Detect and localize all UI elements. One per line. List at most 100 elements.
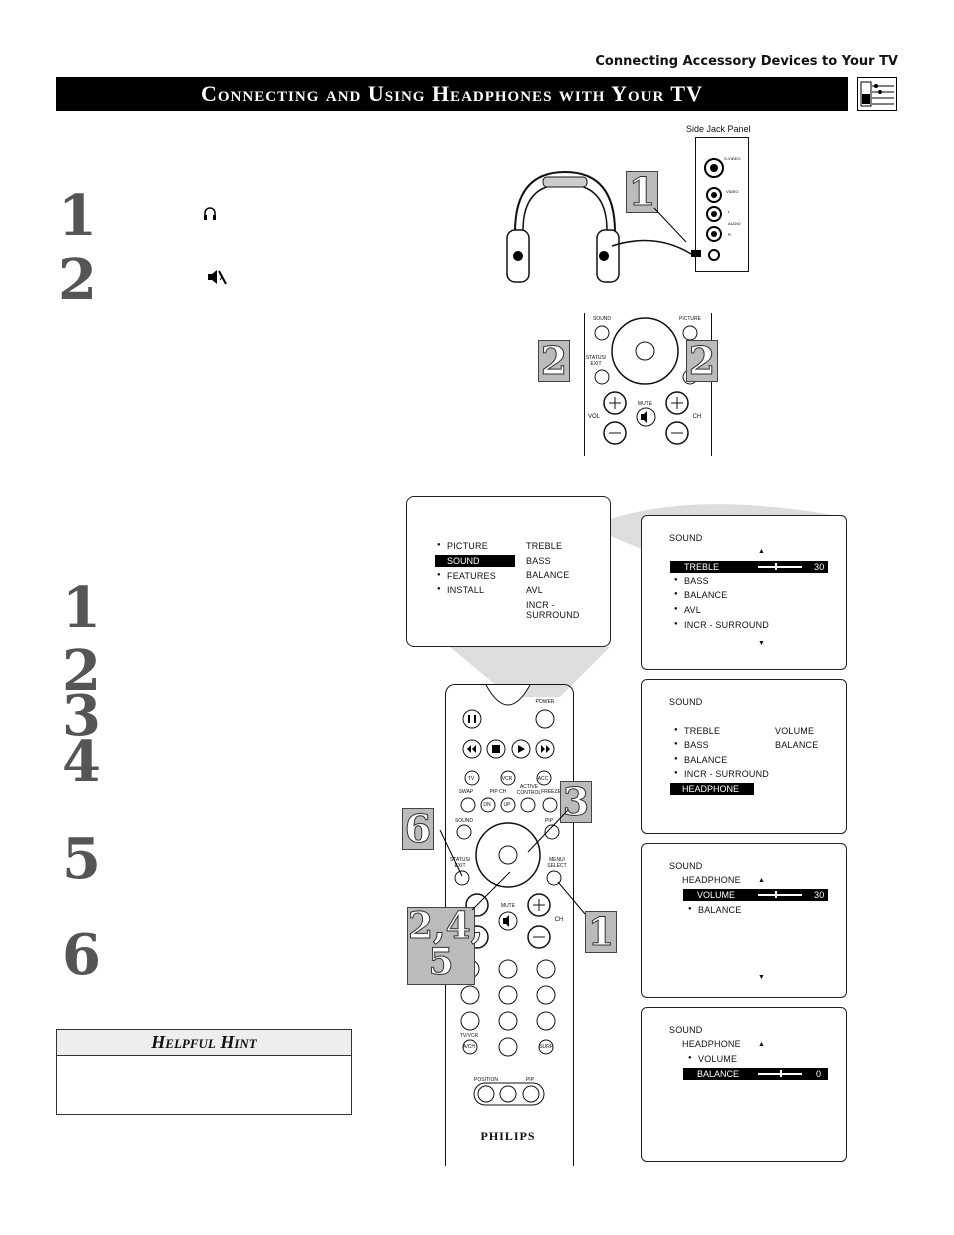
osd-title: SOUND [669,697,703,707]
slider-value: 0 [816,1069,822,1079]
osd-sound-treble: SOUND ▲ TREBLE 30 BASS BALANCE AVL INCR … [641,515,847,670]
position-label: POSITION [474,1077,498,1083]
menu-item[interactable]: FEATURES [437,571,496,581]
up-label: UP [503,802,511,808]
osd-item[interactable]: BALANCE [688,905,741,915]
sound-label: SOUND [454,818,474,824]
osd-item[interactable]: INCR - SURROUND [674,620,769,630]
vcr-label: VCR [501,776,513,782]
osd-title: SOUND [669,861,703,871]
brand-logo: PHILIPS [480,1129,536,1143]
submenu-item: TREBLE [526,541,563,551]
osd-item[interactable]: BASS [674,740,709,750]
ach-label: A/CH [463,1044,475,1050]
down-arrow-icon: ▼ [758,640,766,647]
osd-item[interactable]: BALANCE [674,590,727,600]
osd-sound-headphone: SOUND TREBLE BASS BALANCE INCR - SURROUN… [641,679,847,834]
up-arrow-icon: ▲ [758,877,766,884]
submenu-item: AVL [526,585,543,595]
side-jack-panel: S-VIDEO VIDEO L AUDIO R [695,137,749,272]
swap-label: SWAP [458,789,474,795]
main-menu-screen: PICTURE SOUND FEATURES INSTALL TREBLE BA… [406,496,611,647]
osd-item[interactable]: BASS [674,576,709,586]
step-number: 1 [62,575,101,641]
freeze-label: FREEZE [541,789,561,795]
step-number: 5 [62,826,101,892]
tv-label: TV [467,776,475,782]
section-header: Connecting Accessory Devices to Your TV [595,54,898,69]
step-number: 2 [58,247,97,313]
headphone-icon [202,206,218,227]
acc-label: ACC [537,776,549,782]
step-number: 3 [62,683,101,749]
svg-text:S-VIDEO: S-VIDEO [724,156,740,161]
helpful-hint-title: Helpful Hint [57,1030,351,1056]
callout-2-4-5: 2,4, 5 [407,905,484,985]
up-arrow-icon: ▲ [758,548,766,555]
menu-item[interactable]: INSTALL [437,585,484,595]
svg-text:AUDIO: AUDIO [728,221,741,226]
slider-value: 30 [814,890,825,900]
mute-label: MUTE [637,401,653,407]
osd-selected-item[interactable]: TREBLE [670,561,828,573]
callout-vol: 2 [538,340,570,382]
pip-ch-label: PIP CH [489,789,507,795]
osd-item[interactable]: BALANCE [674,755,727,765]
osd-title: SOUND [669,533,703,543]
slider-value: 30 [814,562,825,572]
osd-title: SOUND [669,1025,703,1035]
tv-vcr-label: TV/VCR [459,1033,479,1039]
callout-6: 6 [402,808,434,850]
callout-leaders [420,790,600,930]
mute-icon [206,268,228,291]
submenu-item: INCR - SURROUND [526,600,580,620]
pip-label: PIP [544,818,554,824]
submenu-item: BALANCE [526,570,570,580]
picture-label: PICTURE [679,316,701,322]
headphone-illustration [505,122,805,292]
callout-3: 3 [560,781,592,823]
svg-text:L: L [728,209,731,214]
menu-item[interactable]: PICTURE [437,541,488,551]
step-number: 2 [62,638,101,704]
mute-label: MUTE [500,903,516,909]
osd-item[interactable]: TREBLE [674,726,720,736]
svg-text:VIDEO: VIDEO [726,189,738,194]
osd-sub-item: BALANCE [775,740,819,750]
page-title: Connecting and Using Headphones with You… [56,77,848,111]
jack-panel-icon [857,77,897,111]
callout-step-1: 1 [626,171,658,213]
osd-item[interactable]: VOLUME [688,1054,737,1064]
sound-label: SOUND [592,316,612,322]
slider-bar [758,894,802,896]
step-number: 1 [58,183,97,249]
helpful-hint-box: Helpful Hint [56,1029,352,1115]
osd-headphone-balance: SOUND HEADPHONE ▲ VOLUME BALANCE 0 [641,1007,847,1162]
osd-item[interactable]: INCR - SURROUND [674,769,769,779]
pip2-label: PIP [525,1077,535,1083]
active-control-label: ACTIVE CONTROL [516,784,542,796]
osd-headphone-volume: SOUND HEADPHONE ▲ VOLUME 30 BALANCE ▼ [641,843,847,998]
slider-bar [758,566,802,568]
power-label: POWER [535,699,555,705]
slider-thumb [780,1070,782,1077]
status-exit-label: STATUS/ EXIT [449,857,471,869]
svg-text:R: R [728,232,731,237]
callout-mute: 2 [686,340,718,382]
osd-selected-item[interactable]: VOLUME [683,889,828,901]
side-jack-panel-label: Side Jack Panel [686,124,751,134]
menu-item-selected[interactable]: SOUND [435,555,515,567]
osd-selected-item[interactable]: HEADPHONE [670,783,754,795]
down-arrow-icon: ▼ [758,974,766,981]
osd-item[interactable]: AVL [674,605,701,615]
surf-label: SURF [539,1044,553,1050]
osd-sub-title: HEADPHONE [682,1039,741,1049]
step-number: 4 [62,729,101,795]
up-arrow-icon: ▲ [758,1041,766,1048]
submenu-item: BASS [526,556,551,566]
status-exit-label: STATUS/ EXIT [585,355,607,367]
ch-label: CH [554,917,564,923]
remote-closeup [584,313,712,456]
osd-selected-item[interactable]: BALANCE [683,1068,828,1080]
step-number: 6 [62,922,101,988]
